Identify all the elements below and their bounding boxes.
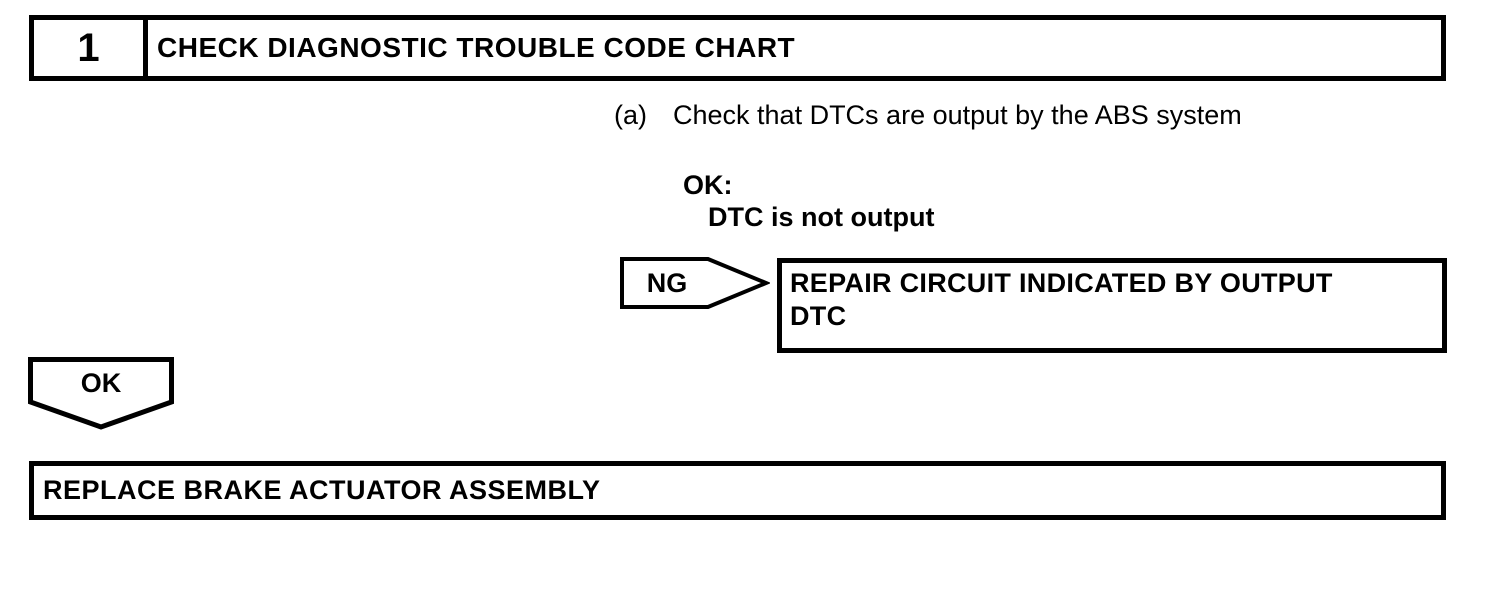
ok-branch-arrow: OK — [28, 357, 174, 430]
right-arrow-pentagon-icon — [620, 257, 770, 309]
step-title: CHECK DIAGNOSTIC TROUBLE CODE CHART — [157, 32, 796, 63]
instruction-marker: (a) — [614, 100, 647, 130]
ng-arrow-label: NG — [646, 267, 688, 298]
instruction-text: Check that DTCs are output by the ABS sy… — [673, 100, 1242, 130]
ok-condition-detail: DTC is not output — [708, 202, 935, 232]
step-number: 1 — [34, 20, 148, 76]
final-action-box: REPLACE BRAKE ACTUATOR ASSEMBLY — [29, 461, 1446, 520]
ok-arrow-label: OK — [80, 368, 122, 398]
step-header-box: 1 CHECK DIAGNOSTIC TROUBLE CODE CHART — [29, 15, 1446, 81]
repair-action-box: REPAIR CIRCUIT INDICATED BY OUTPUT DTC — [777, 258, 1447, 353]
final-action-text: REPLACE BRAKE ACTUATOR ASSEMBLY — [43, 475, 601, 505]
repair-action-line-1: REPAIR CIRCUIT INDICATED BY OUTPUT — [790, 268, 1333, 298]
down-arrow-pentagon-icon — [28, 357, 174, 430]
ng-branch-arrow: NG — [620, 256, 770, 310]
repair-action-line-2: DTC — [790, 301, 847, 331]
ok-condition-label: OK: — [683, 170, 733, 200]
